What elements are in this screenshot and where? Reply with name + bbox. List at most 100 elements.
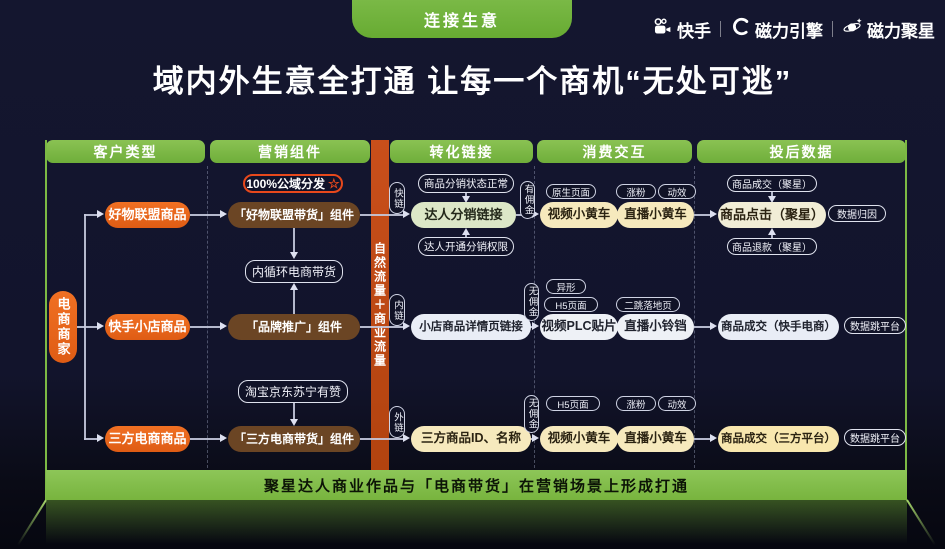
product-node-union-goods: 好物联盟商品 [105, 202, 190, 228]
star-icon: ☆ [328, 175, 340, 191]
traffic-bar: 自然流量＋商业流量 [371, 140, 389, 470]
post-jump-platform-box: 数据跳平台 [844, 429, 906, 446]
connector [771, 192, 773, 198]
distribution-badge-label: 100%公域分发 [246, 177, 326, 191]
arrowhead [710, 434, 717, 442]
interaction-tag: H5页面 [546, 396, 600, 411]
link-type-tag: 外链 [389, 406, 405, 438]
post-deal-box: 商品成交（聚星） [727, 175, 817, 192]
arrowhead [710, 210, 717, 218]
column-header-consumption-interaction: 消费交互 [537, 140, 692, 163]
arrowhead [97, 322, 104, 330]
post-node-deal-thirdparty: 商品成交（三方平台） [718, 426, 839, 452]
magnetic-engine-icon [730, 16, 751, 42]
magnetic-star-icon [842, 16, 863, 42]
column-divider [694, 166, 695, 468]
post-refund-box: 商品退款（聚星） [727, 238, 817, 255]
touchpoint-video-cart: 视频小黄车 [540, 202, 618, 228]
commission-tag: 有佣金 [520, 181, 535, 219]
product-node-shop-goods: 快手小店商品 [105, 314, 190, 340]
arrowhead [532, 434, 539, 442]
connector [293, 403, 295, 420]
arrowhead [403, 210, 410, 218]
post-node-deal-kwai-ecom: 商品成交（快手电商） [718, 314, 839, 340]
touchpoint-live-cart: 直播小黄车 [617, 426, 694, 452]
arrowhead [403, 434, 410, 442]
interaction-tag: 动效 [658, 396, 696, 411]
column-header-conversion-link: 转化链接 [390, 140, 533, 163]
interaction-tag: 涨粉 [616, 396, 656, 411]
frame-line-right [905, 140, 907, 500]
arrowhead [290, 252, 298, 259]
touchpoint-live-cart: 直播小黄车 [617, 202, 694, 228]
connector [84, 214, 100, 216]
column-header-post-data: 投后数据 [697, 140, 906, 163]
connector [293, 228, 295, 253]
conversion-node-thirdparty-id: 三方商品ID、名称 [411, 426, 531, 452]
brand-label: 磁力聚星 [867, 21, 935, 41]
link-type-tag: 内链 [389, 294, 405, 326]
arrowhead [710, 322, 717, 330]
traffic-bar-label: 自然流量＋商业流量 [372, 242, 387, 368]
kuaishou-icon [652, 16, 673, 42]
floor-edge-right [906, 499, 936, 546]
connector [190, 326, 224, 328]
connector [190, 214, 224, 216]
connector [694, 214, 714, 216]
connector [360, 214, 405, 216]
commission-tag: 无佣金 [524, 395, 539, 433]
brand-divider [720, 21, 721, 37]
arrowhead [768, 196, 776, 203]
merchant-label: 电商商家 [55, 297, 71, 357]
connector [694, 326, 714, 328]
brand-bar: 快手 磁力引擎 磁力聚星 [652, 16, 935, 42]
interaction-tag: H5页面 [544, 297, 598, 312]
connector [77, 326, 85, 328]
connector [84, 438, 100, 440]
brand-label: 快手 [677, 21, 711, 41]
arrowhead [462, 196, 470, 203]
brand-divider [832, 21, 833, 37]
merchant-node: 电商商家 [49, 291, 77, 363]
arrowhead [220, 210, 227, 218]
ribbon-label: 连接生意 [423, 13, 500, 30]
connector [84, 326, 100, 328]
brand-kuaishou: 快手 [652, 16, 711, 42]
interaction-tag: 二跳落地页 [616, 297, 680, 312]
conversion-status-box: 商品分销状态正常 [418, 174, 514, 193]
brand-magnetic-star: 磁力聚星 [842, 16, 935, 42]
arrowhead [220, 322, 227, 330]
distribution-badge: 100%公域分发 ☆ [243, 174, 343, 193]
frame-line-left [45, 140, 47, 500]
floor-edge-left [17, 499, 47, 546]
component-node-union: 「好物联盟带货」组件 [228, 202, 360, 228]
connector [694, 438, 714, 440]
component-node-brand: 「品牌推广」组件 [228, 314, 360, 340]
conversion-node-shop-detail-link: 小店商品详情页链接 [411, 314, 531, 340]
arrowhead [97, 434, 104, 442]
thirdparty-platforms-box: 淘宝京东苏宁有赞 [238, 380, 348, 403]
arrowhead [403, 322, 410, 330]
interaction-tag: 异形 [546, 279, 586, 294]
interaction-tag: 原生页面 [546, 184, 596, 199]
column-divider [207, 166, 208, 468]
arrowhead [220, 434, 227, 442]
arrowhead [768, 228, 776, 235]
arrowhead [97, 210, 104, 218]
arrowhead [532, 210, 539, 218]
connector [190, 438, 224, 440]
product-node-thirdparty-goods: 三方电商商品 [105, 426, 190, 452]
footer-banner-label: 聚星达人商业作品与「电商带货」在营销场景上形成打通 [263, 477, 689, 495]
arrowhead [532, 322, 539, 330]
inner-loop-box: 内循环电商带货 [245, 260, 343, 283]
brand-magnetic-engine: 磁力引擎 [730, 16, 823, 42]
top-ribbon-badge: 连接生意 [352, 0, 572, 38]
connector [465, 193, 467, 198]
post-jump-platform-box: 数据跳平台 [844, 317, 906, 334]
brand-label: 磁力引擎 [755, 21, 823, 41]
touchpoint-plc-patch: 视频PLC贴片 [540, 314, 618, 340]
interaction-tag: 涨粉 [616, 184, 656, 199]
post-attribution-box: 数据归因 [828, 205, 886, 222]
arrowhead [290, 283, 298, 290]
